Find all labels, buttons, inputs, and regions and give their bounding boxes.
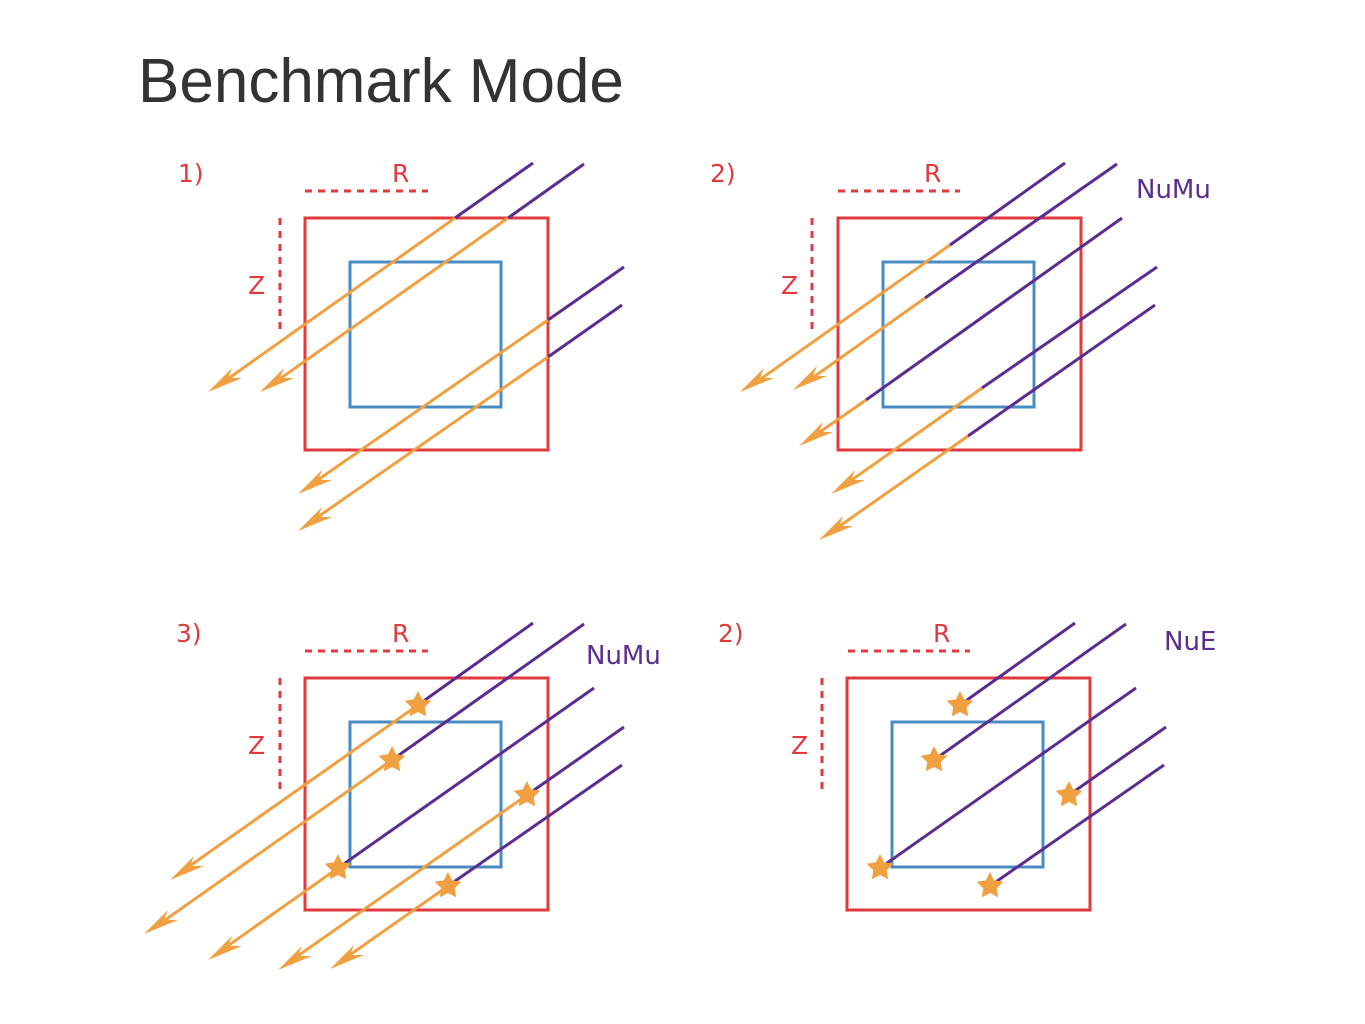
panel-4-stars [866, 691, 1083, 898]
panel-2-arrowhead [831, 470, 865, 494]
panel-1-incoming-track [547, 303, 623, 359]
panel-4: 2) R Z NuE [718, 619, 1216, 912]
star-icon [1055, 781, 1083, 807]
panel-2-particle-label: NuMu [1136, 175, 1211, 205]
panel-1-arrowhead [298, 470, 332, 494]
panel-4-incoming-track [879, 686, 1137, 870]
panel-3-arrowhead [330, 945, 364, 969]
panel-1-incoming-track [454, 161, 534, 220]
star-icon [513, 781, 541, 807]
panel-4-label: 2) [718, 619, 744, 648]
panel-4-particle-label: NuE [1164, 627, 1216, 657]
panel-3-incoming-track [391, 622, 585, 762]
star-icon [324, 854, 352, 880]
panel-1-r-label: R [392, 159, 409, 188]
panel-1-outer-box [303, 216, 550, 452]
panel-2-outer-box [836, 216, 1083, 452]
panel-3-z-label: Z [248, 731, 265, 760]
panel-2-arrowhead [819, 516, 853, 540]
star-icon [946, 691, 974, 717]
star-icon [976, 872, 1004, 898]
star-icon [920, 746, 948, 772]
panel-2: 2) R Z NuMu [710, 159, 1211, 540]
panel-1-outgoing-track [273, 216, 509, 385]
panel-2-outgoing-track [845, 386, 983, 486]
panel-1-z-label: Z [248, 271, 265, 300]
panel-4-incoming-track [1068, 725, 1167, 797]
panel-1-incoming-track [507, 162, 585, 220]
slide-title: Benchmark Mode [138, 47, 624, 116]
panel-1-arrowhead [298, 507, 332, 531]
panel-2-z-label: Z [781, 271, 798, 300]
panel-2-outgoing-track [813, 398, 867, 438]
star-icon [434, 872, 462, 898]
panel-2-r-label: R [924, 159, 941, 188]
panel-1: 1) R Z [178, 159, 625, 531]
panel-2-label: 2) [710, 159, 736, 188]
panel-1-outgoing-track [221, 216, 456, 385]
panel-4-outer-box [845, 676, 1092, 912]
panel-3-outgoing-track [221, 866, 339, 952]
panel-1-outgoing-track [311, 355, 549, 523]
panel-2-arrowhead [799, 422, 833, 446]
panel-2-incoming-track [967, 303, 1156, 438]
panel-2-outgoing-track [807, 296, 926, 383]
panel-3-r-label: R [392, 619, 409, 648]
panel-3-arrowhead [170, 856, 204, 880]
panel-2-outgoing-track [754, 243, 951, 385]
star-icon [404, 691, 432, 717]
panel-2-arrowhead [793, 366, 827, 390]
star-icon [378, 746, 406, 772]
panel-2-incoming-track [981, 265, 1158, 390]
panel-4-r-label: R [933, 619, 950, 648]
panel-1-incoming-track [547, 265, 625, 322]
panel-4-incoming-track [989, 763, 1165, 888]
panel-4-incoming-track [959, 621, 1076, 707]
panel-2-incoming-track [924, 162, 1118, 300]
panel-3-outgoing-track [291, 793, 528, 962]
panel-1-inner-box [348, 260, 503, 409]
panel-2-arrowhead [740, 368, 774, 392]
panel-2-incoming-track [949, 161, 1066, 247]
star-icon [866, 854, 894, 880]
panel-2-inner-box [881, 260, 1036, 409]
panel-3-incoming-track [447, 763, 623, 888]
panel-3-arrowhead [278, 946, 312, 970]
panel-3-outgoing-track [157, 758, 393, 927]
panel-4-incoming-track [933, 622, 1127, 762]
panel-1-label: 1) [178, 159, 204, 188]
panel-1-outgoing-track [311, 318, 549, 486]
panel-3-stars [324, 691, 541, 898]
panel-1-arrowhead [260, 368, 294, 392]
panel-2-outgoing-track [833, 434, 969, 532]
panel-3-arrowhead [144, 910, 178, 934]
panel-3-outgoing-track [183, 703, 419, 872]
panel-3-outer-box [303, 676, 550, 912]
panel-3-incoming-track [417, 621, 534, 707]
panel-1-arrowhead [208, 368, 242, 392]
panel-3-outgoing-track [343, 884, 449, 961]
panel-3-incoming-track [526, 725, 625, 797]
panel-4-inner-box [890, 720, 1045, 869]
panel-4-z-label: Z [791, 731, 808, 760]
panel-3-arrowhead [208, 936, 242, 960]
panel-3: 3) R Z NuMu [144, 619, 661, 970]
panel-3-label: 3) [176, 619, 202, 648]
panel-2-incoming-track [865, 216, 1123, 402]
panel-3-incoming-track [337, 686, 595, 870]
panel-3-particle-label: NuMu [586, 641, 661, 671]
